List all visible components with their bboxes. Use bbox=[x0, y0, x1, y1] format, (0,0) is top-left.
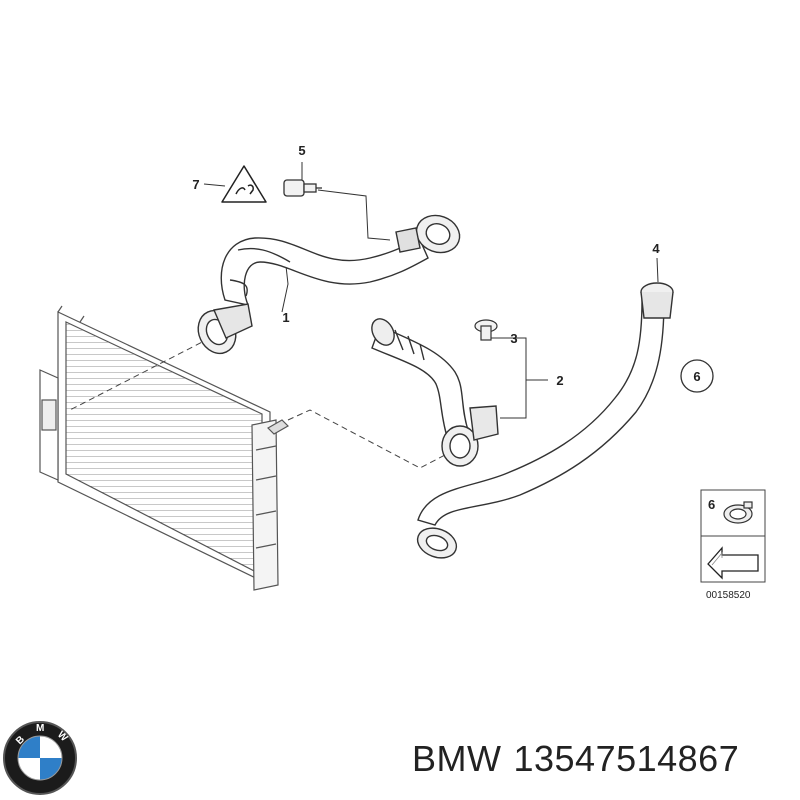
brand-name: BMW bbox=[412, 738, 502, 779]
part-caption: BMW 13547514867 bbox=[412, 738, 751, 780]
callout-7: 7 bbox=[192, 177, 199, 192]
clamp-inset: 6 bbox=[700, 489, 766, 583]
radiator bbox=[39, 305, 289, 591]
bmw-logo: B M W bbox=[3, 721, 77, 795]
svg-text:6: 6 bbox=[708, 497, 715, 512]
callout-6-circle: 6 bbox=[680, 359, 714, 393]
callout-2: 2 bbox=[556, 373, 563, 388]
long-hose bbox=[416, 282, 674, 559]
svg-text:M: M bbox=[36, 723, 44, 734]
connection-lines bbox=[69, 337, 446, 469]
upper-hose bbox=[197, 214, 461, 355]
callout-1: 1 bbox=[282, 310, 289, 325]
reference-code: 00158520 bbox=[706, 590, 751, 601]
arrow-icon bbox=[707, 546, 759, 580]
hose-clamp-icon bbox=[723, 501, 753, 524]
svg-text:6: 6 bbox=[693, 369, 700, 384]
callout-3: 3 bbox=[510, 331, 517, 346]
temperature-sensor bbox=[283, 179, 322, 197]
warning-label bbox=[221, 165, 267, 203]
callout-4: 4 bbox=[652, 241, 660, 256]
leader-lines bbox=[203, 162, 659, 419]
callout-5: 5 bbox=[298, 143, 305, 158]
lower-hose bbox=[371, 318, 499, 467]
plug-screw bbox=[474, 319, 498, 341]
part-number: 13547514867 bbox=[513, 738, 740, 779]
